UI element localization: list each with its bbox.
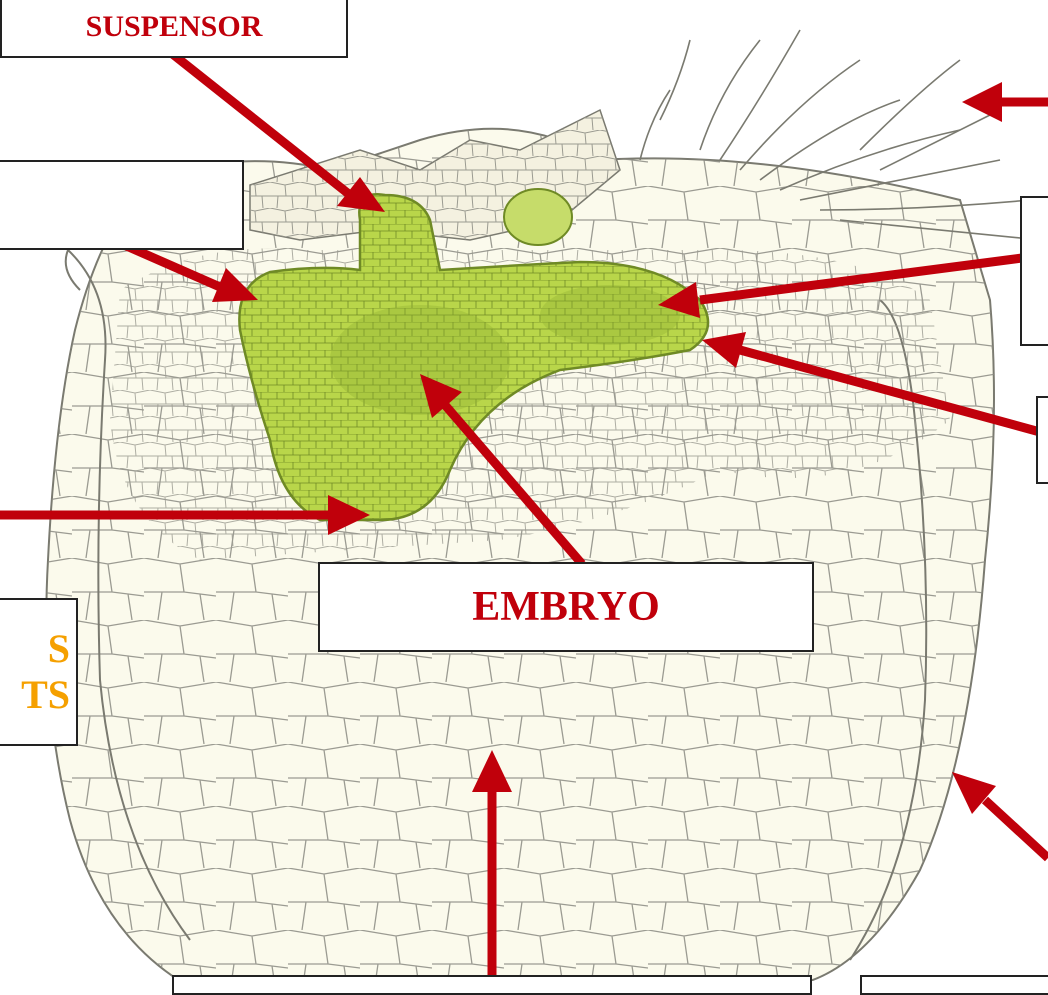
label-box-bottom-center bbox=[172, 975, 812, 995]
label-left-partial-line1: S bbox=[48, 626, 70, 672]
label-left-partial: S TS bbox=[0, 598, 78, 746]
arrow-bottom-right bbox=[952, 772, 1048, 858]
label-box-top-left bbox=[0, 160, 244, 250]
neck-round-cell bbox=[504, 189, 572, 245]
label-box-right-low bbox=[1036, 396, 1048, 484]
arrow-top-right bbox=[962, 82, 1048, 122]
label-suspensor: SUSPENSOR bbox=[0, 0, 348, 58]
label-box-right-mid bbox=[1020, 196, 1048, 346]
label-embryo: EMBRYO bbox=[318, 562, 814, 652]
label-box-bottom-right bbox=[860, 975, 1048, 995]
label-left-partial-line2: TS bbox=[21, 672, 70, 718]
